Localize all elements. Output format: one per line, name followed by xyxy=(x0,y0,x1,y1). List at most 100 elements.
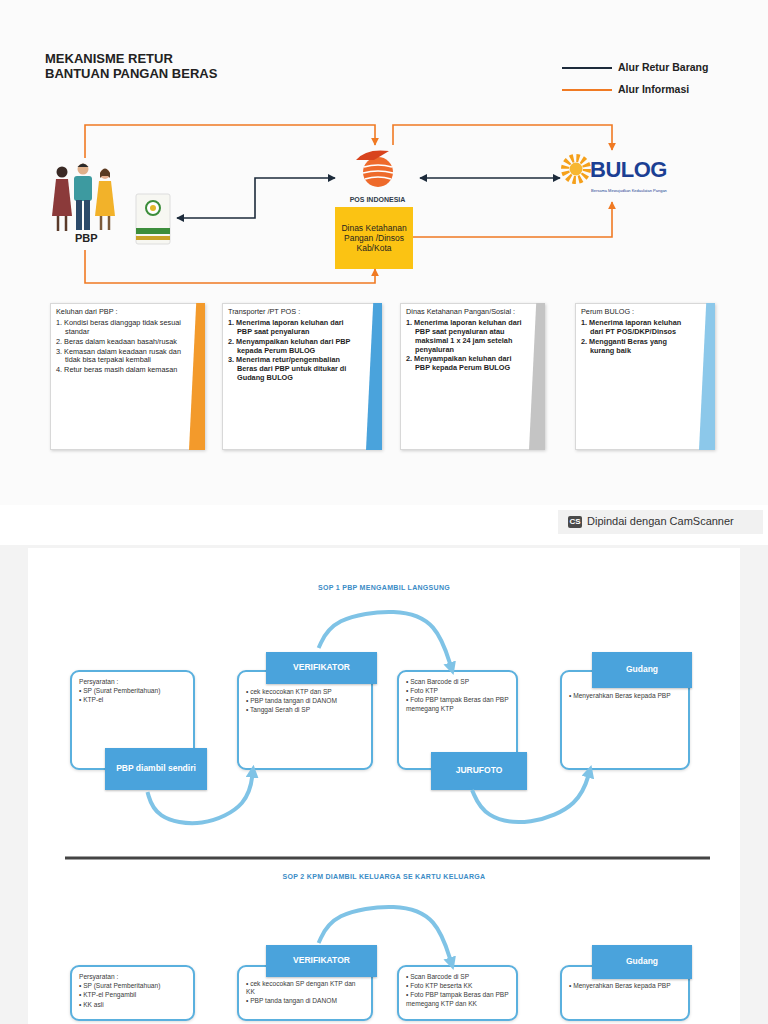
node-text: PBP xyxy=(75,232,98,244)
step-arc xyxy=(148,770,254,823)
node-text: 1. Menerima laporan keluhan dari PBP saa… xyxy=(406,319,523,355)
person-leg xyxy=(57,216,60,231)
color-tab xyxy=(189,303,205,450)
description-box: Dinas Ketahanan Pangan/Sosial :1. Meneri… xyxy=(400,303,545,450)
node-text: 2. Beras dalam keadaan basah/rusak xyxy=(56,338,183,347)
node-text: POS INDONESIA xyxy=(335,196,420,203)
person-hair xyxy=(78,164,89,168)
logo-node: POS INDONESIA xyxy=(335,145,420,207)
section-heading: SOP 1 PBP MENGAMBIL LANGSUNG xyxy=(0,584,768,591)
watermark: Dipindai dengan CamScanner xyxy=(587,515,734,527)
node-text: 2. Menyampaikan keluhan dari PBP kepada … xyxy=(228,338,360,356)
color-tab xyxy=(529,303,545,450)
node-text: • KTP-el xyxy=(79,696,186,704)
person-leg xyxy=(108,216,111,230)
sun-core xyxy=(570,163,583,176)
node-text: • PBP tanda tangan di DANOM xyxy=(246,997,364,1005)
node-text: • cek kecocokan SP dengan KTP dan KK xyxy=(246,980,364,996)
node-text: • KK asli xyxy=(79,1001,186,1009)
color-tab xyxy=(366,303,382,450)
section-heading: SOP 2 KPM DIAMBIL KELUARGA SE KARTU KELU… xyxy=(0,873,768,880)
logo-stripe xyxy=(364,165,392,167)
person-leg xyxy=(76,200,82,230)
step-tab: JURUFOTO xyxy=(431,752,527,790)
node-text: • KTP-el Pengambil xyxy=(79,991,186,999)
node-text: • Foto KTP xyxy=(406,687,509,695)
legend-line xyxy=(562,89,612,91)
logo-node: BULOGBersama Mewujudkan Kedaulatan Panga… xyxy=(560,150,672,202)
legend-item: Alur Informasi xyxy=(560,83,730,97)
step-card: Gudang• Menyerahkan Beras kepada PBP xyxy=(560,965,690,1021)
divider-line xyxy=(65,857,710,860)
node-text: • Scan Barcode di SP xyxy=(406,678,509,686)
node-text: • Menyerahkan Beras kepada PBP xyxy=(569,692,681,700)
legend-line xyxy=(562,67,612,69)
step-tab: Gudang xyxy=(592,652,692,688)
return-arrow xyxy=(177,178,335,218)
node-text: • PBP tanda tangan di DANOM xyxy=(246,697,364,705)
node-text: • Menyerahkan Beras kepada PBP xyxy=(569,982,681,990)
person-head xyxy=(78,164,89,175)
node-text: 2. Mengganti Beras yang kurang baik xyxy=(581,338,693,356)
node-text: 1. Menerima laporan keluhan dari PBP saa… xyxy=(228,319,360,337)
info-arrow xyxy=(393,125,612,150)
step-card: • Scan Barcode di SP• Foto KTP• Foto PBP… xyxy=(397,670,518,770)
node-text: 2. Menyampaikan keluhan dari PBP kepada … xyxy=(406,355,523,373)
person-leg xyxy=(84,200,90,230)
node-text: • Foto PBP tampak Beras dan PBP memegang… xyxy=(406,991,509,1007)
sack-body xyxy=(136,194,170,244)
node-text: Keluhan dari PBP : xyxy=(56,308,183,317)
pos-logo xyxy=(356,150,393,187)
step-card: Persyaratan :• SP (Surat Pemberitahuan)•… xyxy=(70,670,195,770)
sack-emblem xyxy=(146,201,160,215)
return-arrow xyxy=(420,177,560,179)
node-text: Persyaratan : xyxy=(79,973,186,981)
logo-globe xyxy=(363,157,393,187)
step-tab: PBP diambil sendiri xyxy=(105,748,207,790)
person-body xyxy=(74,176,92,201)
legend-item: Alur Retur Barang xyxy=(560,61,730,75)
info-arrow xyxy=(85,250,375,283)
info-arrow xyxy=(413,202,612,237)
logo-node: PBP xyxy=(45,158,177,250)
step-tab: Gudang xyxy=(592,945,692,979)
person-body xyxy=(52,179,72,216)
scan-page xyxy=(0,0,768,505)
legend-text: Alur Informasi xyxy=(618,83,689,95)
sack-band xyxy=(136,228,170,234)
step-card: • Scan Barcode di SP• Foto KTP beserta K… xyxy=(397,965,518,1021)
person-leg xyxy=(100,216,103,230)
logo-wing xyxy=(356,150,389,160)
people-illustration xyxy=(52,164,115,232)
node-text: 1. Menerima laporan keluhan dari PT POS/… xyxy=(581,319,693,337)
node-text: 4. Retur beras masih dalam kemasan xyxy=(56,366,183,375)
person-body xyxy=(95,181,115,216)
diagram-title: MEKANISME RETUR BANTUAN PANGAN BERAS xyxy=(45,52,220,81)
step-card: VERIFIKATOR• cek kecocokan SP dengan KTP… xyxy=(237,965,373,1021)
node-text: Dinas Ketahanan Pangan /Dinsos Kab/Kota xyxy=(338,223,410,254)
description-box: Transporter /PT POS : 1. Menerima laporan… xyxy=(222,303,382,450)
color-tab xyxy=(699,303,715,450)
node-text: • Foto PBP tampak Beras dan PBP memegang… xyxy=(406,696,509,712)
agency-box: Dinas Ketahanan Pangan /Dinsos Kab/Kota xyxy=(335,207,413,269)
step-card: VERIFIKATOR• cek kecocokan KTP dan SP• P… xyxy=(237,670,373,770)
node-text: Transporter /PT POS : xyxy=(228,308,360,317)
node-text: • Tanggal Serah di SP xyxy=(246,706,364,714)
scan-page xyxy=(28,548,740,1024)
step-tab: VERIFIKATOR xyxy=(266,945,377,977)
person-head xyxy=(57,167,68,178)
node-text: Bersama Mewujudkan Kedaulatan Pangan xyxy=(591,188,667,193)
node-text: Perum BULOG : xyxy=(581,308,693,317)
step-arc xyxy=(472,770,590,822)
step-card: Persyaratan :• SP (Surat Pemberitahuan)•… xyxy=(70,965,195,1021)
watermark-panel xyxy=(558,510,763,534)
node-text: • Foto KTP beserta KK xyxy=(406,982,509,990)
rice-sack-icon xyxy=(136,194,170,244)
step-arc xyxy=(319,612,452,670)
person-hair xyxy=(100,169,110,179)
legend-text: Alur Retur Barang xyxy=(618,61,708,73)
person-head xyxy=(100,169,110,179)
node-text: • SP (Surat Pemberitahuan) xyxy=(79,982,186,990)
bulog-logo xyxy=(565,158,587,180)
